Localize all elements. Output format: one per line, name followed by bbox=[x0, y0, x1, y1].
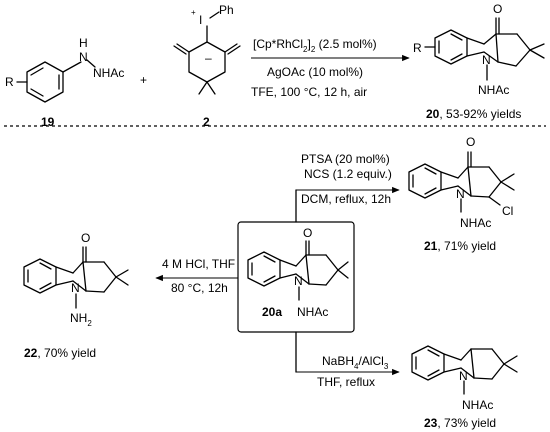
hydrazine-n-label: N bbox=[79, 50, 88, 64]
deprotection-cond-1: 4 M HCl, THF bbox=[162, 257, 235, 271]
product-22-nh2-label: NH2 bbox=[70, 311, 92, 328]
product-20-structure bbox=[424, 17, 545, 81]
top-solvent-text: TFE, 100 °C, 12 h, air bbox=[251, 85, 367, 99]
product-22-caption: 22, 70% yield bbox=[24, 346, 96, 360]
compound-20a-label: 20a bbox=[262, 305, 282, 319]
chlorination-cond-1: PTSA (20 mol%) bbox=[301, 152, 390, 166]
product-21-n-label: N bbox=[456, 187, 465, 201]
product-23-caption: 23, 73% yield bbox=[424, 416, 496, 430]
product-20-n-label: N bbox=[482, 53, 491, 67]
product-20-o-label: O bbox=[493, 2, 502, 16]
product-22-structure bbox=[23, 246, 129, 309]
product-23-structure bbox=[411, 345, 518, 395]
product-23-nhac-label: NHAc bbox=[462, 398, 493, 412]
product-23-n-label: N bbox=[459, 369, 468, 383]
compound-20a-o-label: O bbox=[303, 226, 312, 240]
product-20-r-label: R bbox=[413, 41, 422, 55]
compound-19-label: 19 bbox=[41, 115, 55, 129]
compound-20a-structure bbox=[247, 240, 349, 301]
product-22-o-label: O bbox=[81, 231, 90, 245]
top-oxidant-text: AgOAc (10 mol%) bbox=[267, 65, 363, 79]
product-21-structure bbox=[408, 151, 515, 213]
substituent-r-label: R bbox=[5, 75, 14, 89]
chlorination-cond-3: DCM, reflux, 12h bbox=[301, 192, 391, 206]
product-20-nhac-label: NHAc bbox=[478, 83, 509, 97]
phenyl-label: Ph bbox=[219, 3, 234, 17]
product-22-n-label: N bbox=[71, 281, 80, 295]
top-catalyst-text: [Cp*RhCl2]2 (2.5 mol%) bbox=[253, 37, 377, 54]
iodine-positive-charge: + bbox=[191, 8, 196, 17]
product-21-cl-label: Cl bbox=[502, 204, 513, 218]
product-21-o-label: O bbox=[466, 135, 475, 149]
reduction-cond-1: NaBH4/AlCl3 bbox=[322, 354, 389, 371]
product-21-caption: 21, 71% yield bbox=[424, 239, 496, 253]
reduction-cond-2: THF, reflux bbox=[317, 375, 375, 389]
chlorination-cond-2: NCS (1.2 equiv.) bbox=[304, 167, 392, 181]
carbanion-negative-charge: – bbox=[205, 51, 212, 65]
compound-2-structure bbox=[173, 11, 241, 95]
product-20-caption: 20, 53-92% yields bbox=[426, 107, 521, 121]
compound-19-structure bbox=[16, 59, 96, 103]
hydrazine-h-label: H bbox=[79, 36, 88, 50]
compound-20a-nhac-label: NHAc bbox=[297, 305, 328, 319]
product-21-nhac-label: NHAc bbox=[460, 216, 491, 230]
compound-2-label: 2 bbox=[203, 115, 210, 129]
deprotection-cond-2: 80 °C, 12h bbox=[171, 281, 228, 295]
hydrazine-nhac-label: NHAc bbox=[93, 66, 124, 80]
compound-20a-n-label: N bbox=[294, 274, 303, 288]
iodine-label: I bbox=[199, 13, 202, 27]
plus-sign: + bbox=[140, 73, 147, 87]
